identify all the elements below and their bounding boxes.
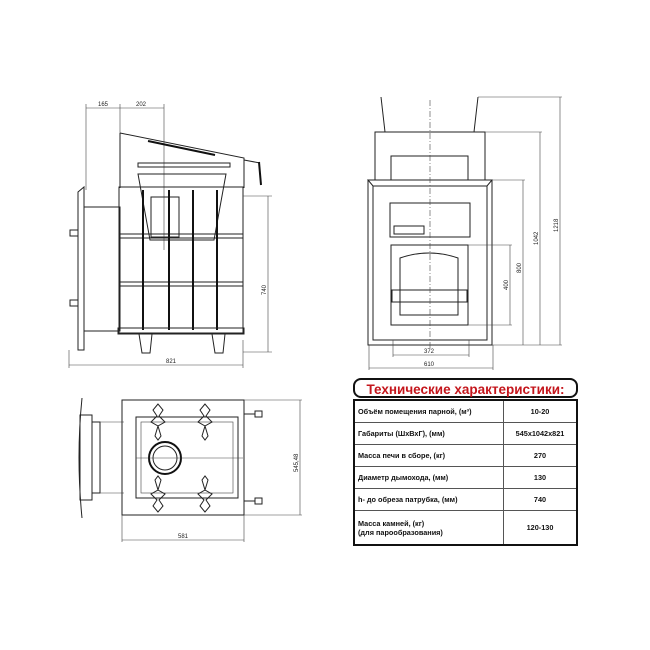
dim-545-48: 545,48 — [294, 453, 300, 472]
table-row: Диаметр дымохода, (мм)130 — [353, 466, 578, 489]
dim-581: 581 — [178, 534, 189, 540]
spec-label: Масса печи в сборе, (кг) — [353, 444, 504, 467]
top-view: 545,48 581 — [78, 397, 302, 542]
spec-label: Масса камней, (кг)(для парообразования) — [353, 510, 504, 546]
dim-821: 821 — [166, 359, 177, 365]
specs-grid: Объём помещения парной, (м³)10-20 Габари… — [353, 399, 578, 546]
dim-372: 372 — [424, 349, 435, 355]
spec-value: 120-130 — [503, 510, 578, 546]
spec-label: Габариты (ШхВхГ), (мм) — [353, 422, 504, 445]
specs-table: Технические характеристики: Объём помеще… — [353, 378, 578, 546]
spec-value: 740 — [503, 488, 578, 511]
dim-400: 400 — [504, 279, 510, 290]
spec-value: 545x1042x821 — [503, 422, 578, 445]
table-row: Масса камней, (кг)(для парообразования)1… — [353, 510, 578, 546]
dim-800: 800 — [517, 262, 523, 273]
table-row: Габариты (ШхВхГ), (мм)545x1042x821 — [353, 422, 578, 445]
spec-label: Диаметр дымохода, (мм) — [353, 466, 504, 489]
dim-165: 165 — [98, 102, 109, 108]
specs-title: Технические характеристики: — [353, 378, 578, 398]
table-row: Масса печи в сборе, (кг)270 — [353, 444, 578, 467]
dim-1218: 1218 — [554, 218, 560, 232]
dim-610: 610 — [424, 362, 435, 368]
front-view: 1218 1042 800 400 372 610 — [366, 96, 562, 370]
spec-label: Объём помещения парной, (м³) — [353, 399, 504, 423]
spec-label-line1: Масса камней, (кг) — [358, 518, 425, 528]
spec-label-line2: (для парообразования) — [358, 527, 443, 537]
table-row: Объём помещения парной, (м³)10-20 — [353, 399, 578, 423]
spec-value: 130 — [503, 466, 578, 489]
dim-740: 740 — [262, 284, 268, 295]
side-view: 165 202 740 821 — [68, 102, 272, 368]
spec-label: h- до обреза патрубка, (мм) — [353, 488, 504, 511]
table-row: h- до обреза патрубка, (мм)740 — [353, 488, 578, 511]
spec-value: 270 — [503, 444, 578, 467]
spec-value: 10-20 — [503, 399, 578, 423]
dim-1042: 1042 — [534, 231, 540, 245]
dim-202: 202 — [136, 102, 147, 108]
